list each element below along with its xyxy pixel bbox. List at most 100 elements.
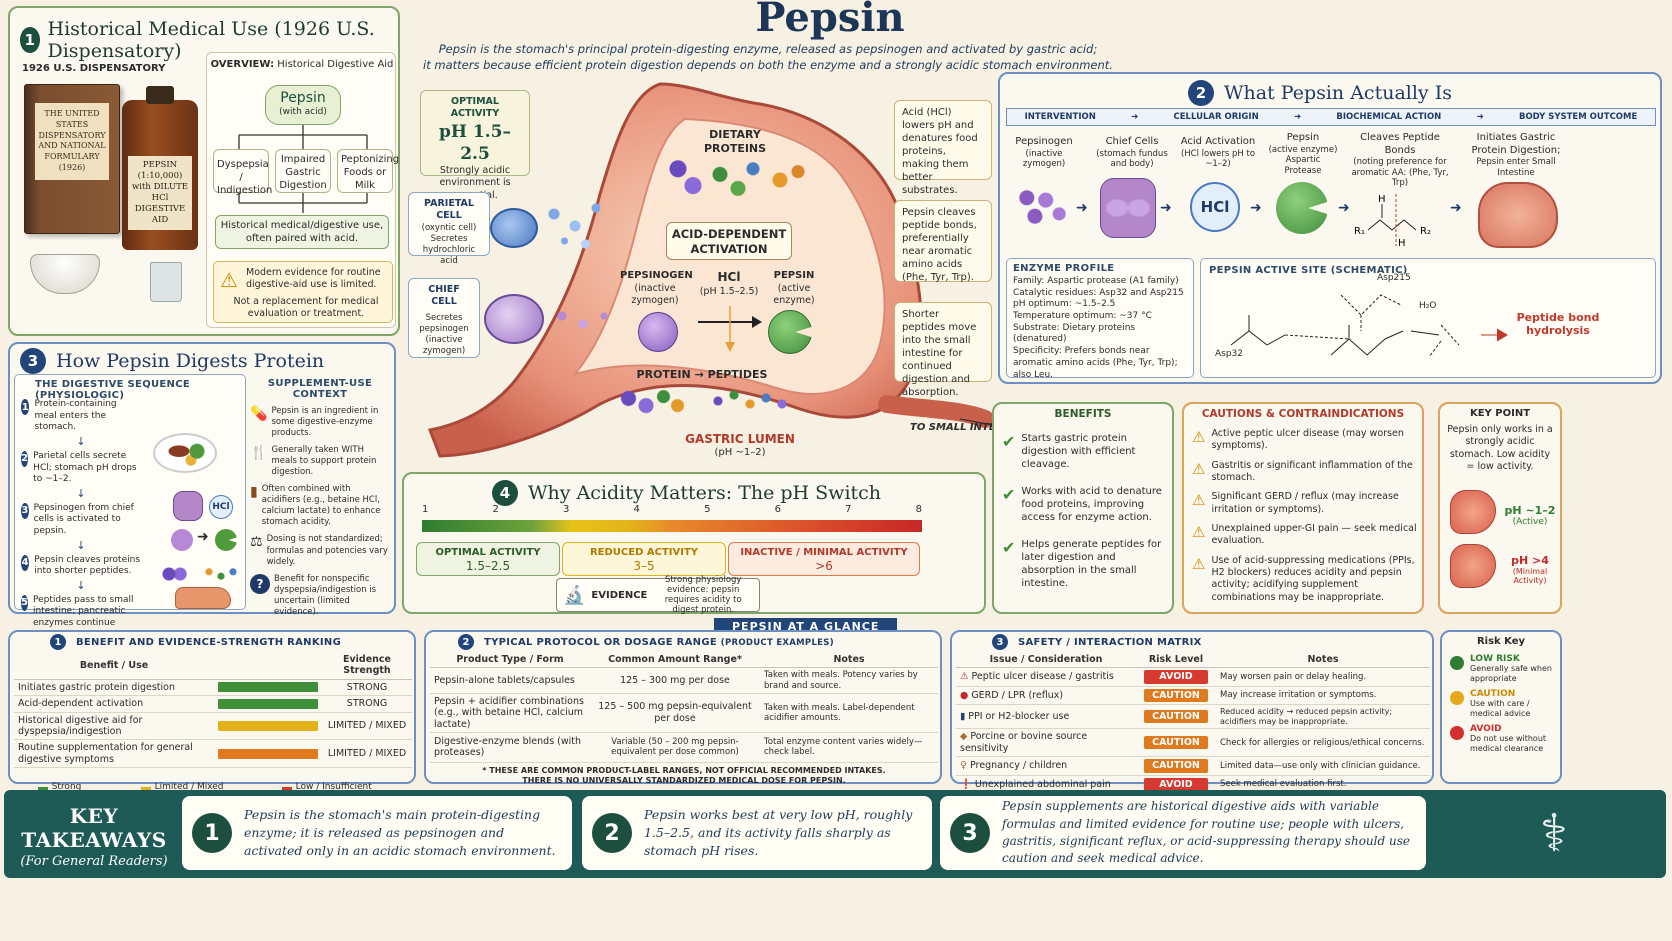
parietal-cells-icon [173, 491, 203, 521]
caution-icon-4: ⚠ [1192, 523, 1206, 542]
caution-1: Active peptic ulcer disease (may worsen … [1211, 428, 1404, 452]
ph-active-sub: (Active) [1512, 517, 1548, 527]
peptide-fragments-icon [710, 386, 790, 416]
t3-header-risk: Risk Level [1136, 652, 1216, 669]
pepsinogen-subtitle: (inactive zymogen) [631, 282, 679, 307]
section-4-number: 4 [492, 480, 518, 506]
caution-5: Use of acid-suppressing medications (PPI… [1211, 554, 1415, 603]
supp-item-5: Benefit for nonspecific dyspepsia/indige… [274, 573, 377, 617]
check-icon-1: ✔ [1002, 432, 1016, 451]
step-pepsinogen: Pepsinogen(inactive zymogen) [1008, 136, 1080, 170]
acid-bubbles-icon [540, 196, 610, 256]
overview-box: OVERVIEW: Historical Digestive Aid Pepsi… [206, 52, 399, 328]
t2-row-1-notes: Taken with meals. Potency varies by bran… [760, 667, 938, 694]
hcl-subtitle: (pH 1.5–2.5) [699, 285, 759, 297]
ph-inactive-value: pH >4 [1511, 554, 1549, 567]
t1-row-2-bar [218, 698, 318, 709]
asp215-label: Asp215 [1377, 273, 1411, 283]
ph-tick-4: 4 [633, 504, 640, 515]
takeaway-3: 3 Pepsin supplements are historical dige… [940, 796, 1426, 870]
section-3-title: How Pepsin Digests Protein [56, 350, 325, 372]
t1-row-2-benefit: Acid-dependent activation [14, 695, 214, 713]
meal-plate-icon [153, 433, 217, 473]
dosage-footnote-1: * THESE ARE COMMON PRODUCT-LABEL RANGES,… [482, 765, 886, 775]
hcl-badge-icon: HCl [1190, 182, 1240, 232]
takeaway-3-text: Pepsin supplements are historical digest… [1002, 799, 1410, 866]
caution-4: Unexplained upper-GI pain — seek medical… [1211, 523, 1417, 547]
hcl-title: HCl [717, 270, 741, 284]
step-pepsinogen-title: Pepsinogen [1015, 136, 1073, 147]
step-initiates-digestion-sub: Pepsin enter Small Intestine [1476, 157, 1556, 178]
risk-caution-label: CAUTION [1470, 689, 1516, 700]
t2-row-3-product: Digestive-enzyme blends (with proteases) [430, 732, 590, 763]
pepsin-cleaves-callout: Pepsin cleaves peptide bonds, preferenti… [894, 200, 992, 283]
profile-ph: pH optimum: ~1.5–2.5 [1013, 299, 1116, 310]
key-takeaways-subtitle: (For General Readers) [20, 854, 168, 869]
water-label: H₂O [1419, 301, 1437, 311]
section-1-number: 1 [20, 27, 40, 53]
seq-step-2: Parietal cells secrete HCl; stomach pH d… [33, 450, 137, 485]
table-2-number: 2 [458, 634, 474, 650]
t2-header-product: Product Type / Form [430, 652, 590, 669]
evidence-label: EVIDENCE [591, 589, 648, 601]
t2-row-2-product: Pepsin + acidifier combinations (e.g., w… [430, 693, 590, 733]
risk-low-label: LOW RISK [1470, 654, 1520, 664]
t3-row-2-notes: May increase irritation or symptoms. [1216, 686, 1430, 706]
t2-row-3-amount: Variable (50 – 200 mg pepsin-equivalent … [590, 732, 760, 763]
risk-caution-sub: Use with care / medical advice [1470, 699, 1531, 718]
pepsinogen-molecules-icon [1016, 184, 1070, 230]
t3-row-3-icon: ▮ [960, 711, 969, 723]
profile-family: Family: Aspartic protease (A1 family) [1013, 276, 1179, 286]
supp-item-4: Dosing is not standardized; formulas and… [266, 534, 388, 567]
step-initiates-digestion: Initiates Gastric Protein Digestion;Peps… [1466, 132, 1566, 178]
question-icon: ? [250, 573, 270, 594]
dispensatory-book-image: THE UNITED STATES DISPENSATORY AND NATIO… [24, 84, 120, 234]
t3-row-4-notes: Check for allergies or religious/ethical… [1216, 728, 1430, 758]
takeaway-2-number: 2 [592, 813, 632, 853]
flow-body-outcome: BODY SYSTEM OUTCOME [1518, 112, 1638, 122]
step-chief-cells-sub: (stomach fundus and body) [1096, 148, 1168, 170]
t1-row-3-benefit: Historical digestive aid for dyspepsia/i… [14, 712, 214, 741]
safety-matrix-table: 3 SAFETY / INTERACTION MATRIX Issue / Co… [950, 630, 1434, 794]
t1-header-benefit: Benefit / Use [14, 652, 214, 680]
risk-avoid-sub: Do not use without medical clearance [1470, 734, 1547, 753]
t3-row-4-icon: ◆ [960, 731, 971, 743]
flow-arrow-1: ➜ [1076, 200, 1088, 216]
step-acid-activation: Acid Activation(HCl lowers pH to ~1–2) [1178, 136, 1258, 170]
warning-text-1: Modern evidence for routine digestive-ai… [246, 267, 381, 291]
overview-connector-lines [238, 125, 368, 149]
parietal-cell-title: PARIETAL CELL [424, 198, 474, 222]
t3-row-3-risk: CAUTION [1144, 710, 1208, 724]
supplement-context-box: SUPPLEMENT-USE CONTEXT 💊Pepsin is an ing… [250, 374, 390, 617]
benefit-3: Helps generate peptides for later digest… [1021, 539, 1162, 589]
stomach-active-icon [1450, 490, 1496, 534]
t3-row-5-icon: ♀ [960, 760, 970, 772]
caution-icon-5: ⚠ [1192, 554, 1206, 573]
svg-text:R₂: R₂ [1420, 226, 1431, 237]
t1-row-3-bar [218, 720, 318, 731]
page-title: Pepsin [755, 0, 905, 41]
takeaway-2: 2 Pepsin works best at very low pH, roug… [582, 796, 932, 870]
t1-header-strength: Evidence Strength [322, 652, 412, 680]
t1-row-4-bar [218, 748, 318, 759]
parietal-cell-icon [490, 208, 538, 248]
protein-label: PROTEIN [636, 368, 691, 381]
svg-text:R₁: R₁ [1354, 226, 1365, 237]
zone-inactive: INACTIVE / MINIMAL ACTIVITY >6 [728, 542, 920, 576]
optimal-activity-callout: OPTIMAL ACTIVITY pH 1.5–2.5 Strongly aci… [420, 90, 530, 201]
active-site-title: PEPSIN ACTIVE SITE (SCHEMATIC) [1209, 265, 1408, 276]
ph-tick-8: 8 [915, 504, 922, 515]
step-pepsin: Pepsin(active enzyme) Aspartic Protease [1268, 132, 1338, 176]
evidence-text: Strong physiology evidence: pepsin requi… [664, 574, 742, 616]
t3-row-6-issue: Unexplained abdominal pain [974, 778, 1111, 790]
t2-row-3-notes: Total enzyme content varies widely—check… [760, 732, 938, 763]
zone-optimal-value: 1.5–2.5 [465, 559, 511, 573]
caution-icon-3: ⚠ [1192, 491, 1206, 510]
key-takeaways-title: KEY TAKEAWAYS [21, 804, 167, 852]
t1-row-3-strength: LIMITED / MIXED [322, 712, 412, 741]
bottle-icon: ▮ [250, 484, 258, 501]
takeaway-2-text: Pepsin works best at very low pH, roughl… [644, 806, 913, 859]
key-point-text: Pepsin only works in a strongly acidic s… [1447, 424, 1553, 473]
overview-connector-lines-bottom [238, 193, 368, 213]
